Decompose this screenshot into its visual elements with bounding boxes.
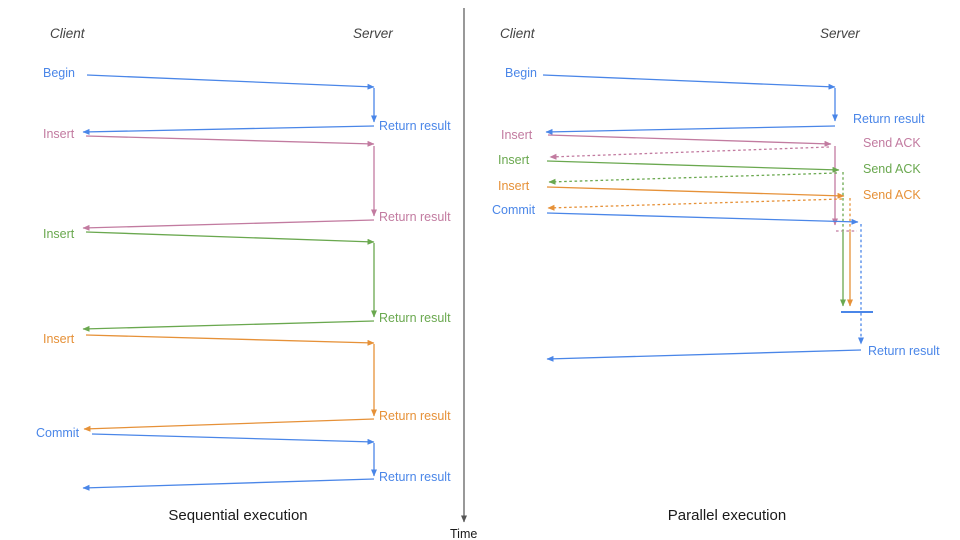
send-ack-label: Send ACK <box>863 136 921 150</box>
op-label-insert: Insert <box>498 153 530 167</box>
par-insert-1-line-1 <box>547 134 832 147</box>
seq-commit-line-1 <box>91 433 375 445</box>
par-insert-1-line-2 <box>549 146 830 160</box>
par-insert-3-line-1 <box>546 186 845 199</box>
panel-sequential: Sequential execution Client ServerBeginRet… <box>36 26 451 524</box>
seq-insert-1-line-1 <box>85 135 375 147</box>
op-label-insert: Insert <box>501 128 533 142</box>
par-begin-line-3 <box>545 125 836 135</box>
op-label-begin: Begin <box>505 66 537 80</box>
send-ack-label: Send ACK <box>863 162 921 176</box>
op-label-insert: Insert <box>43 332 75 346</box>
par-commit-line-1 <box>546 212 859 225</box>
time-axis: Time <box>450 8 477 540</box>
op-label-insert: Insert <box>498 179 530 193</box>
return-result-label: Return result <box>379 409 451 423</box>
return-result-label: Return result <box>379 119 451 133</box>
client-column-header: Client <box>50 26 86 41</box>
server-column-header: Server <box>353 26 393 41</box>
seq-insert-3-line-3 <box>83 418 375 432</box>
seq-begin-line-3 <box>82 125 375 135</box>
return-result-label: Return result <box>853 112 925 126</box>
op-label-insert: Insert <box>43 127 75 141</box>
par-commit-line-5 <box>546 349 862 362</box>
par-insert-2-line-1 <box>546 160 840 173</box>
seq-insert-2-line-3 <box>82 320 375 332</box>
return-result-label: Return result <box>379 470 451 484</box>
seq-commit-line-3 <box>82 478 375 491</box>
par-insert-3-line-2 <box>547 198 843 211</box>
panel-parallel: Parallel execution Client ServerBeginRetur… <box>492 26 940 524</box>
op-label-commit: Commit <box>492 203 536 217</box>
return-result-label: Return result <box>868 344 940 358</box>
send-ack-label: Send ACK <box>863 188 921 202</box>
seq-begin-line-1 <box>86 74 375 90</box>
server-column-header: Server <box>820 26 860 41</box>
return-result-label: Return result <box>379 210 451 224</box>
return-result-label: Return result <box>379 311 451 325</box>
par-insert-2-line-2 <box>548 172 838 185</box>
panel-title-parallel: Parallel execution <box>668 507 786 524</box>
panel-title-sequential: Sequential execution <box>168 507 307 524</box>
op-label-begin: Begin <box>43 66 75 80</box>
par-begin-line-1 <box>542 74 836 90</box>
seq-insert-2-line-1 <box>85 231 375 245</box>
seq-insert-1-line-3 <box>82 219 375 231</box>
op-label-commit: Commit <box>36 426 80 440</box>
time-axis-label: Time <box>450 527 477 540</box>
seq-insert-3-line-1 <box>85 334 375 346</box>
client-column-header: Client <box>500 26 536 41</box>
op-label-insert: Insert <box>43 227 75 241</box>
